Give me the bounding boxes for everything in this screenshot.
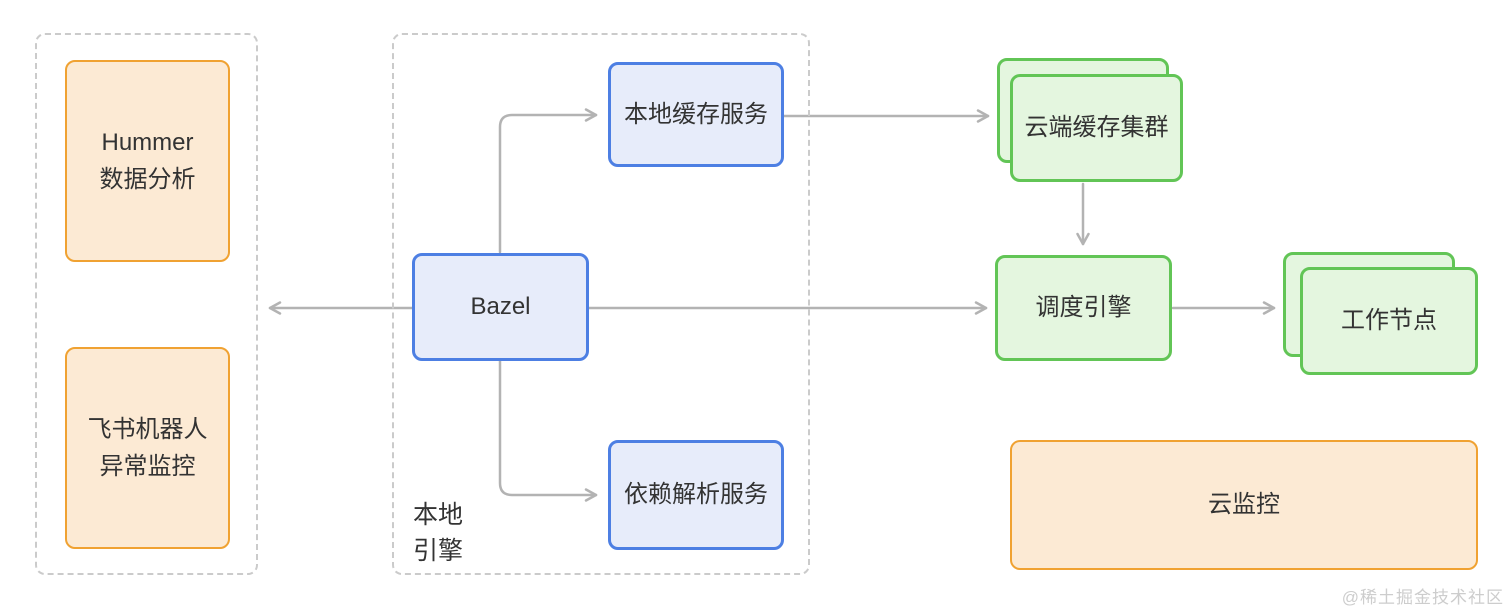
node-worker-node-label: 工作节点 (1341, 307, 1437, 335)
node-cloud-cache-cluster-label: 云端缓存集群 (1024, 114, 1169, 142)
arrow-bazel-to-dep-resolver (498, 359, 598, 502)
node-hummer-analytics-line2: 数据分析 (99, 166, 196, 193)
node-local-cache-service-label: 本地缓存服务 (624, 100, 768, 128)
node-worker-node: 工作节点 (1300, 267, 1478, 375)
node-bazel-label: Bazel (470, 293, 531, 321)
node-dependency-resolver-service-label: 依赖解析服务 (624, 481, 768, 509)
local-engine-group-label-line2: 引擎 (413, 536, 464, 565)
node-hummer-analytics: Hummer 数据分析 (65, 60, 230, 262)
node-cloud-cache-cluster: 云端缓存集群 (1010, 74, 1183, 182)
node-feishu-bot-monitor-line1: 飞书机器人 (87, 415, 208, 443)
node-dependency-resolver-service: 依赖解析服务 (608, 440, 784, 550)
watermark-juejin: @稀土掘金技术社区 (1341, 588, 1504, 607)
arrow-bazel-to-local-cache (498, 108, 598, 254)
node-bazel: Bazel (412, 253, 589, 361)
node-feishu-bot-monitor-line2: 异常监控 (99, 453, 196, 480)
node-hummer-analytics-line1: Hummer (101, 128, 194, 156)
node-cloud-monitoring: 云监控 (1010, 440, 1478, 570)
node-scheduler-engine-label: 调度引擎 (1035, 294, 1132, 322)
node-cloud-monitoring-label: 云监控 (1208, 491, 1280, 519)
node-scheduler-engine: 调度引擎 (995, 255, 1172, 361)
local-engine-container (392, 33, 810, 575)
node-feishu-bot-monitor: 飞书机器人 异常监控 (65, 347, 230, 549)
node-local-cache-service: 本地缓存服务 (608, 62, 784, 167)
local-engine-group-label-line1: 本地 (413, 501, 464, 529)
local-engine-group-label: 本地 引擎 (413, 498, 463, 569)
monitor-group-container (35, 33, 258, 575)
